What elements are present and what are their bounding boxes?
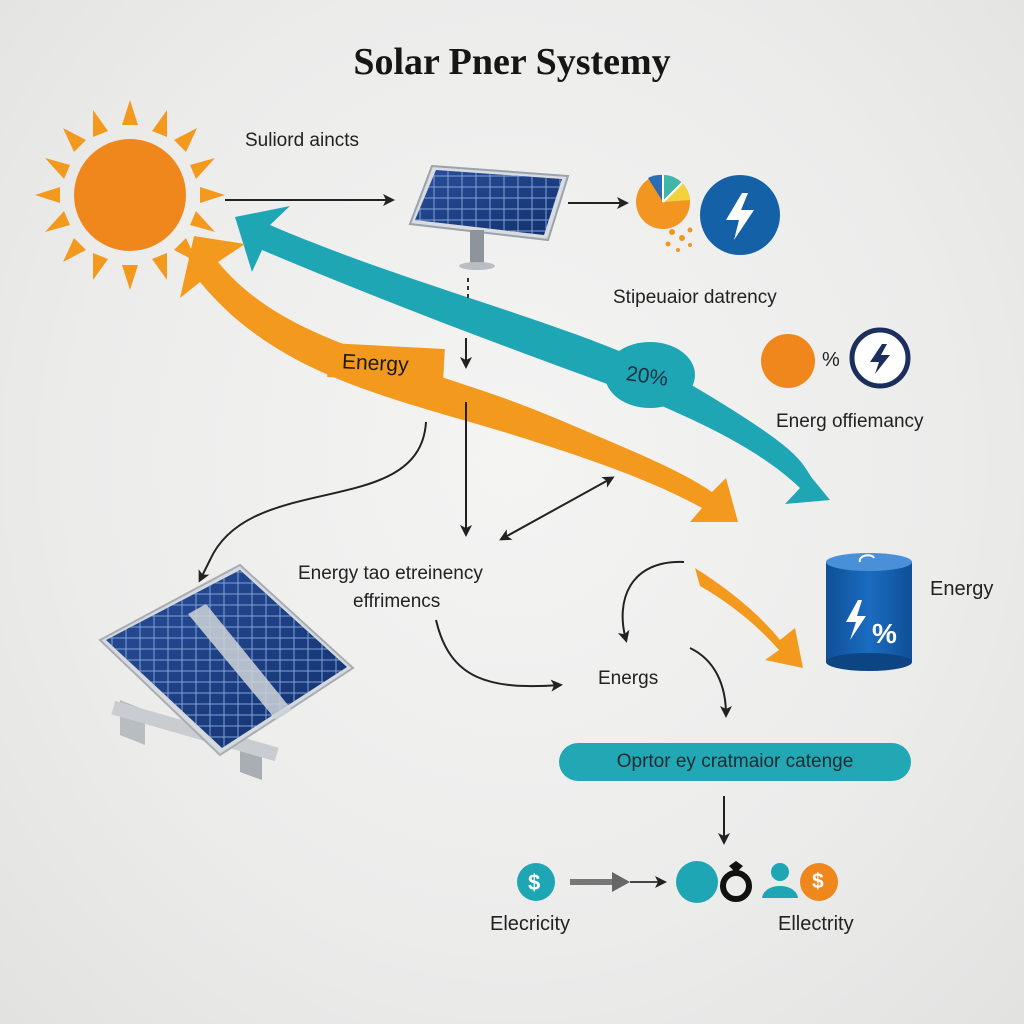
teal-flow-arrow <box>235 206 830 504</box>
center-label-line2: effrimencs <box>353 591 441 612</box>
battery-icon <box>826 553 912 671</box>
bottom-right-label: Ellectrity <box>778 913 854 935</box>
dollar-badge: $ <box>528 870 541 895</box>
lightning-bolt-icon <box>700 175 780 255</box>
battery-label: Energy <box>930 578 994 600</box>
orange-battery-arrow <box>695 568 803 668</box>
hash-badge: $ <box>812 870 824 893</box>
page-title: Solar Pner Systemy <box>353 41 671 83</box>
dollar-coin-icon <box>517 863 555 901</box>
cta-label: Oprtor ey cratmaior catenge <box>616 751 854 772</box>
teal-coin-icon <box>676 861 718 903</box>
solar-panel-icon <box>408 164 570 270</box>
bidirectional-arrow <box>499 476 615 541</box>
bolt-ring-icon <box>849 327 911 389</box>
bottom-left-label: Elecricity <box>490 913 571 935</box>
curve-to-energrs-arrow <box>435 619 563 692</box>
pie-chart-icon <box>636 174 693 252</box>
center-label-line1: Energy tao etreinency <box>298 563 483 584</box>
orange-arrow-badge: Energy <box>341 350 410 377</box>
bottom-flow-arrow <box>570 872 667 892</box>
energrs-label: Energs <box>598 668 659 689</box>
solar-array-icon <box>98 563 355 780</box>
battery-percent-badge: % <box>872 618 897 649</box>
cta-pill[interactable]: Oprtor ey cratmaior catenge <box>559 743 911 781</box>
top-input-label: Suliord aincts <box>245 130 360 151</box>
storage-efficiency-label: Stipeuaior datrency <box>613 287 777 308</box>
loop-right-arrow <box>689 647 732 718</box>
user-icon <box>762 863 798 898</box>
percent-label: % <box>822 349 840 371</box>
orange-flow-arrow <box>180 236 738 522</box>
ring-icon <box>720 861 752 902</box>
curve-to-panel-arrow <box>198 421 427 583</box>
orange-dot-icon <box>761 334 815 388</box>
energy-efficiency-label: Energ offiemancy <box>776 411 924 432</box>
hash-coin-icon <box>800 863 838 901</box>
loop-left-arrow <box>617 560 685 643</box>
